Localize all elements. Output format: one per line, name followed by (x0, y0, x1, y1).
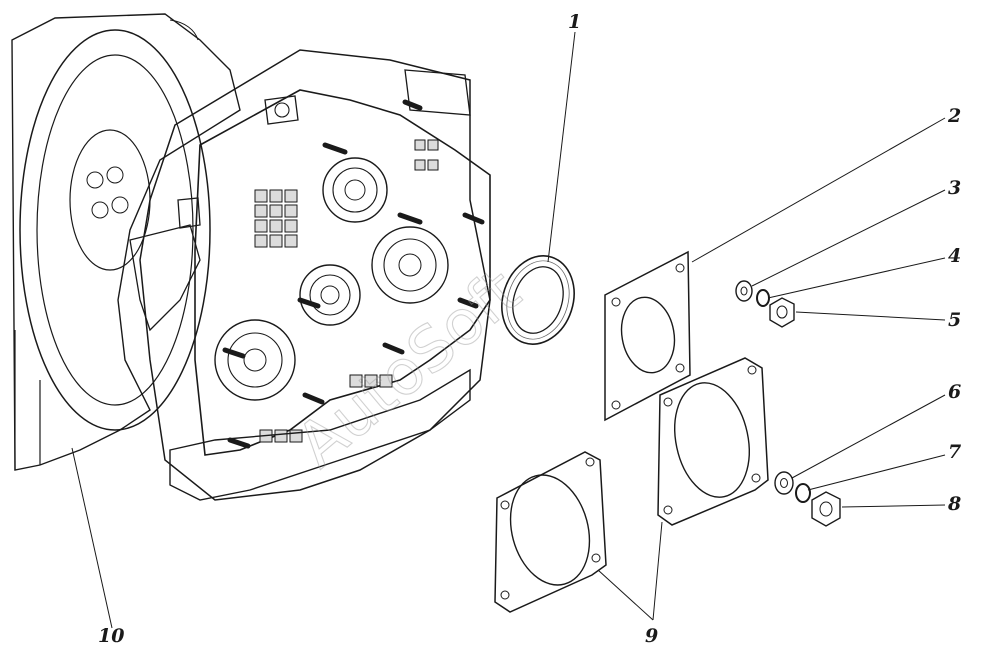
leader-4 (767, 257, 946, 299)
part-7-spring-washer (795, 483, 811, 503)
part-9-gasket-upper (657, 357, 769, 526)
callout-6: 6 (948, 381, 961, 403)
leader-9b (652, 521, 663, 621)
leader-8 (841, 504, 946, 508)
callout-8: 8 (947, 493, 961, 515)
part-1-seal-ring (501, 255, 575, 345)
callout-labels: 1 2 3 4 5 6 7 8 9 10 (98, 11, 961, 647)
studs (222, 99, 485, 449)
leader-1 (547, 31, 576, 263)
part-5-nut (769, 297, 795, 328)
leader-lines (71, 31, 946, 629)
callout-2: 2 (947, 105, 961, 127)
callout-7: 7 (948, 441, 961, 463)
callout-10: 10 (98, 625, 124, 647)
part-3-washer (735, 280, 753, 302)
callout-1: 1 (568, 11, 581, 33)
leader-3 (751, 189, 946, 287)
callout-3: 3 (948, 177, 961, 199)
gearbox-assembly (129, 49, 491, 501)
callout-4: 4 (948, 245, 961, 267)
callout-9: 9 (645, 625, 658, 647)
part-9-gasket-lower (494, 451, 607, 613)
bearing-lower-left (214, 319, 296, 401)
part-8-nut (811, 491, 841, 527)
bearing-upper (322, 157, 388, 223)
leader-7 (807, 454, 946, 491)
part-6-washer (774, 471, 794, 495)
callout-5: 5 (948, 309, 961, 331)
watermark: AutoSoft (283, 254, 534, 481)
part-4-spring-washer (756, 289, 770, 307)
leader-6 (791, 394, 946, 479)
bearing-right (371, 226, 449, 304)
bearing-middle (299, 264, 361, 326)
leader-9a (597, 569, 654, 621)
engine-housing (11, 13, 241, 471)
part-2-square-gasket (604, 250, 691, 422)
leader-10 (71, 447, 113, 629)
leader-2 (691, 117, 946, 263)
leader-5 (795, 311, 946, 321)
